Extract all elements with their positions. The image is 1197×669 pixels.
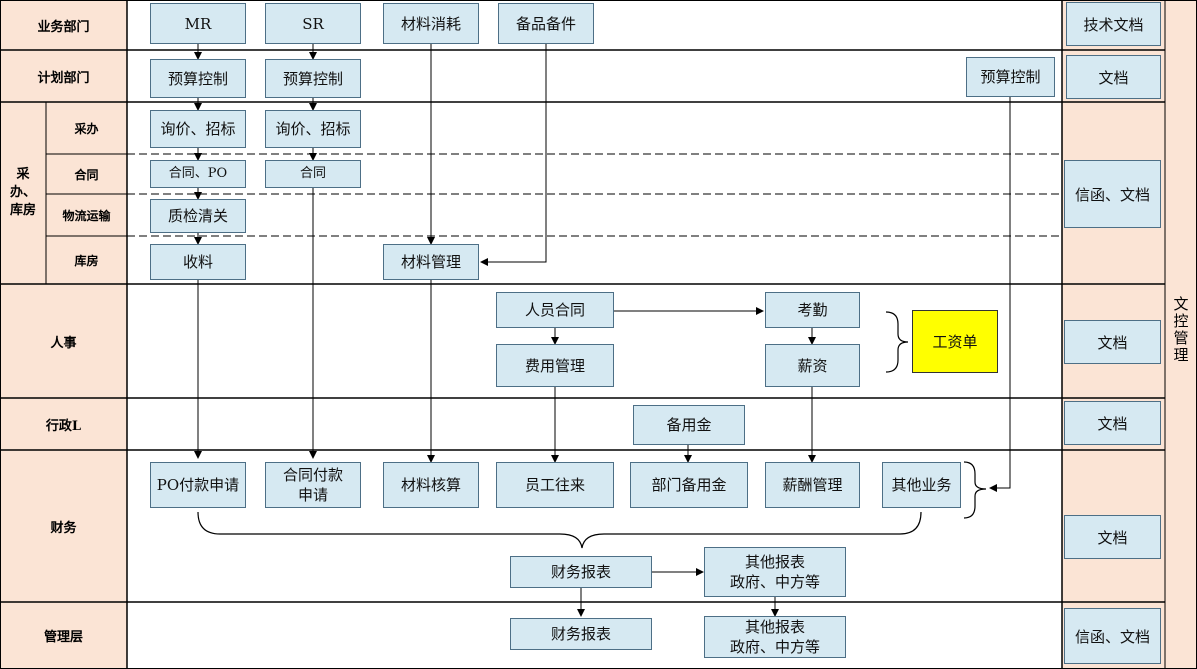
lane-hr: 人事 [0, 284, 127, 398]
mr-box[interactable]: MR [150, 3, 246, 44]
lane-warehouse: 库房 [46, 236, 127, 284]
material-management-box[interactable]: 材料管理 [383, 244, 479, 280]
sr-box[interactable]: SR [265, 3, 361, 44]
inquiry-tender-box-1[interactable]: 询价、招标 [150, 110, 246, 148]
lane-procurement: 采办 [46, 102, 127, 154]
other-business-box[interactable]: 其他业务 [882, 462, 961, 508]
lane-planning: 计划部门 [0, 50, 127, 102]
attendance-box[interactable]: 考勤 [765, 292, 860, 328]
contract-box[interactable]: 合同 [265, 160, 361, 188]
budget-control-box-1[interactable]: 预算控制 [150, 59, 246, 98]
other-reports-title-1: 其他报表 [744, 553, 805, 571]
quality-customs-box[interactable]: 质检清关 [150, 199, 246, 233]
lane-finance: 财务 [0, 450, 127, 602]
other-reports-box-1[interactable]: 其他报表 政府、中方等 [704, 547, 846, 597]
planning-doc-box[interactable]: 文档 [1066, 55, 1161, 99]
admin-doc-box[interactable]: 文档 [1064, 401, 1161, 445]
contract-payment-request-box[interactable]: 合同付款申请 [265, 462, 361, 508]
other-reports-sub-2: 政府、中方等 [729, 638, 820, 656]
lane-business: 业务部门 [0, 0, 127, 50]
petty-cash-box[interactable]: 备用金 [633, 405, 745, 445]
other-reports-sub-1: 政府、中方等 [729, 573, 820, 591]
lane-logistics: 物流运输 [46, 194, 127, 236]
contract-po-box[interactable]: 合同、PO [150, 160, 246, 188]
other-reports-box-2[interactable]: 其他报表 政府、中方等 [704, 616, 846, 658]
receiving-box[interactable]: 收料 [150, 244, 246, 280]
spare-parts-box[interactable]: 备品备件 [498, 3, 594, 44]
hr-doc-box[interactable]: 文档 [1064, 320, 1161, 364]
po-payment-request-box[interactable]: PO付款申请 [150, 462, 246, 508]
procure-docs-box[interactable]: 信函、文档 [1064, 160, 1161, 228]
finance-doc-box[interactable]: 文档 [1064, 515, 1161, 559]
doc-control-label: 文控管理 [1171, 296, 1190, 364]
financial-report-box-2[interactable]: 财务报表 [510, 618, 652, 650]
lane-management: 管理层 [0, 602, 127, 669]
tech-docs-box[interactable]: 技术文档 [1066, 2, 1161, 46]
lane-admin: 行政L [0, 398, 127, 450]
financial-report-box-1[interactable]: 财务报表 [510, 556, 652, 588]
staff-contract-box[interactable]: 人员合同 [496, 292, 614, 328]
dept-petty-cash-box[interactable]: 部门备用金 [630, 462, 748, 508]
lane-contract: 合同 [46, 154, 127, 194]
budget-control-box-3[interactable]: 预算控制 [966, 57, 1055, 97]
other-reports-title-2: 其他报表 [744, 618, 805, 636]
expense-management-box[interactable]: 费用管理 [496, 344, 614, 387]
lane-procure-group: 采办、库房 [0, 102, 46, 284]
material-consumption-box[interactable]: 材料消耗 [383, 3, 479, 44]
payroll-management-box[interactable]: 薪酬管理 [765, 462, 860, 508]
budget-control-box-2[interactable]: 预算控制 [265, 59, 361, 98]
inquiry-tender-box-2[interactable]: 询价、招标 [265, 110, 361, 148]
material-accounting-box[interactable]: 材料核算 [383, 462, 479, 508]
salary-box[interactable]: 薪资 [765, 344, 860, 387]
payroll-slip-box[interactable]: 工资单 [912, 310, 998, 373]
mgmt-docs-box[interactable]: 信函、文档 [1064, 608, 1161, 664]
staff-transactions-box[interactable]: 员工往来 [496, 462, 614, 508]
